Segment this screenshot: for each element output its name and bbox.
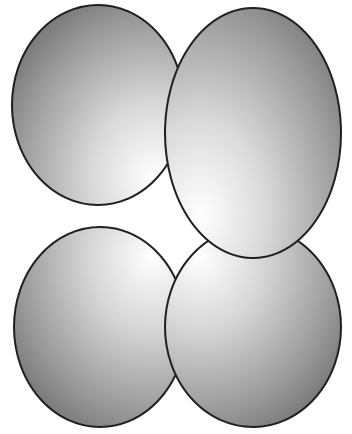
top-left-ellipse [12,5,184,205]
top-right-ellipse [165,8,341,258]
bottom-left-ellipse [14,227,186,427]
